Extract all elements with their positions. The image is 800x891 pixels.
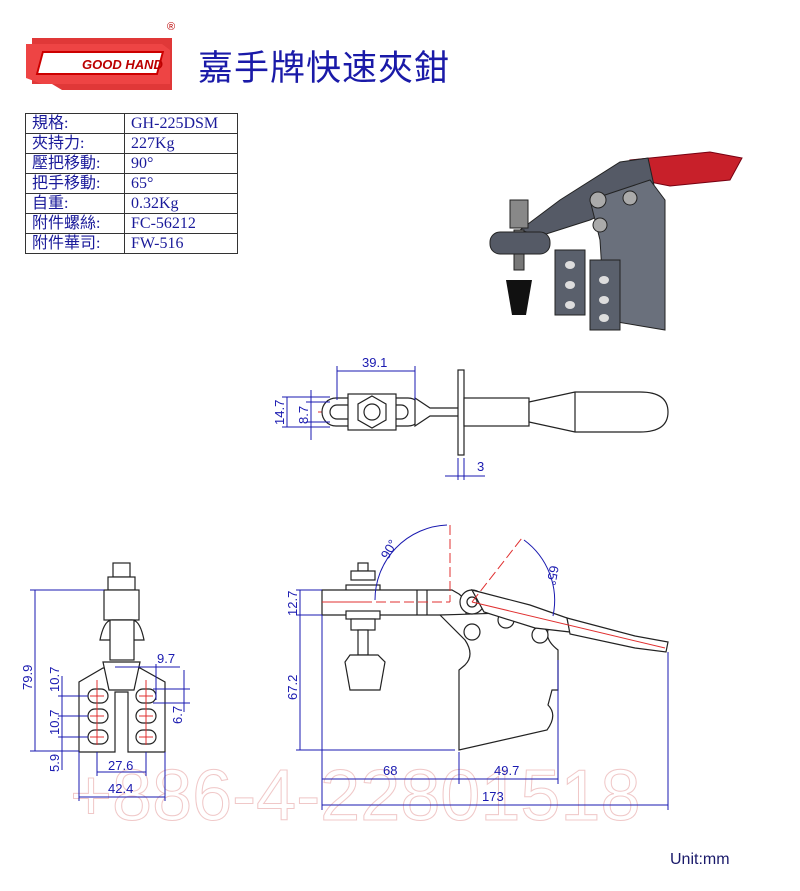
svg-text:9.7: 9.7 bbox=[157, 651, 175, 666]
product-render bbox=[489, 151, 743, 331]
svg-text:39.1: 39.1 bbox=[362, 355, 387, 370]
logo: GOOD HAND ® bbox=[22, 18, 187, 98]
table-row: 附件螺絲:FC-56212 bbox=[25, 213, 238, 234]
svg-text:173: 173 bbox=[482, 789, 504, 804]
table-row: 附件華司:FW-516 bbox=[25, 233, 238, 254]
svg-text:79.9: 79.9 bbox=[20, 665, 35, 690]
watermark: +886-4-22801518 bbox=[70, 756, 641, 836]
unit-label: Unit:mm bbox=[670, 851, 730, 868]
svg-text:27.6: 27.6 bbox=[108, 758, 133, 773]
svg-text:3: 3 bbox=[477, 459, 484, 474]
svg-text:8.7: 8.7 bbox=[296, 406, 311, 424]
svg-text:65°: 65° bbox=[544, 564, 562, 586]
svg-text:5.9: 5.9 bbox=[47, 754, 62, 772]
svg-text:10.7: 10.7 bbox=[47, 710, 62, 735]
svg-text:68: 68 bbox=[383, 763, 397, 778]
svg-text:®: ® bbox=[167, 21, 175, 33]
svg-text:49.7: 49.7 bbox=[494, 763, 519, 778]
svg-text:14.7: 14.7 bbox=[272, 400, 287, 425]
svg-text:67.2: 67.2 bbox=[285, 675, 300, 700]
side-view: 90° 65° 12.7 67.2 68 49.7 173 bbox=[285, 524, 669, 810]
svg-text:12.7: 12.7 bbox=[285, 591, 300, 616]
table-row: 壓把移動:90° bbox=[25, 153, 238, 174]
svg-text:10.7: 10.7 bbox=[47, 667, 62, 692]
svg-text:6.7: 6.7 bbox=[170, 706, 185, 724]
spec-table: 規格:GH-225DSM 夾持力:227Kg 壓把移動:90° 把手移動:65°… bbox=[25, 113, 238, 254]
svg-text:42.4: 42.4 bbox=[108, 781, 133, 796]
svg-text:90°: 90° bbox=[378, 537, 401, 562]
top-view: 39.1 14.7 8.7 3 bbox=[272, 355, 669, 480]
svg-text:GOOD HAND: GOOD HAND bbox=[82, 57, 164, 72]
table-row: 規格:GH-225DSM bbox=[25, 113, 238, 134]
page-title: 嘉手牌快速夾鉗 bbox=[198, 49, 451, 89]
front-view: 79.9 10.7 10.7 5.9 9.7 6.7 27.6 42.4 bbox=[20, 562, 190, 801]
